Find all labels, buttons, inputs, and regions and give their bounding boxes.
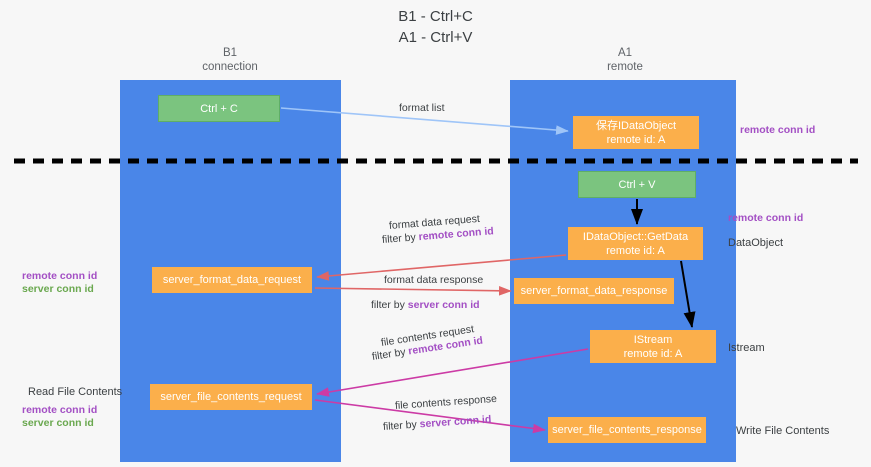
box-ctrl-v[interactable]: Ctrl + V (578, 171, 696, 198)
arrow-format-list (280, 107, 569, 135)
left-label-remote-conn-id-2: remote conn id (22, 404, 98, 416)
right-label-dataobject: DataObject (728, 237, 784, 249)
box-idataobject-getdata[interactable]: IDataObject::GetData remote id: A (568, 227, 703, 260)
arrow-getdata-to-istream (680, 260, 696, 328)
right-label-remote-conn-id-mid: remote conn id (728, 212, 804, 224)
right-label-write-file-contents: Write File Contents (736, 425, 830, 437)
filter-prefix: filter by (381, 231, 420, 246)
box-server-format-data-response[interactable]: server_format_data_response (514, 278, 674, 304)
box-save-idataobject[interactable]: 保存IDataObject remote id: A (573, 116, 699, 149)
right-label-remote-conn-id-top: remote conn id (740, 124, 816, 136)
filter-key-server-conn-id: server conn id (407, 299, 480, 311)
right-label-istream: Istream (728, 342, 765, 354)
left-label-server-conn-id-1: server conn id (22, 283, 94, 295)
box-server-format-data-request[interactable]: server_format_data_request (152, 267, 312, 293)
filter-prefix: filter by (382, 418, 421, 433)
label-format-data-response: format data response (384, 274, 484, 286)
arrow-format-data-request (316, 254, 567, 281)
box-server-file-contents-request[interactable]: server_file_contents_request (150, 384, 312, 410)
label-format-data-response-filter: filter by server conn id (371, 298, 480, 312)
diagram-title: B1 - Ctrl+C A1 - Ctrl+V (398, 8, 473, 46)
lane-header-a1: A1 remote (607, 47, 643, 73)
box-ctrl-c[interactable]: Ctrl + C (158, 95, 280, 122)
arrow-format-data-response (314, 286, 512, 296)
lane-header-b1: B1 connection (202, 47, 258, 73)
box-istream[interactable]: IStream remote id: A (590, 330, 716, 363)
label-format-list: format list (399, 102, 445, 114)
arrow-file-contents-response (314, 399, 546, 434)
box-server-file-contents-response[interactable]: server_file_contents_response (548, 417, 706, 443)
left-label-server-conn-id-2: server conn id (22, 417, 94, 429)
left-label-read-file-contents: Read File Contents (28, 386, 123, 398)
left-label-remote-conn-id-1: remote conn id (22, 270, 98, 282)
filter-prefix: filter by (371, 299, 408, 311)
arrow-file-contents-request (316, 348, 589, 397)
